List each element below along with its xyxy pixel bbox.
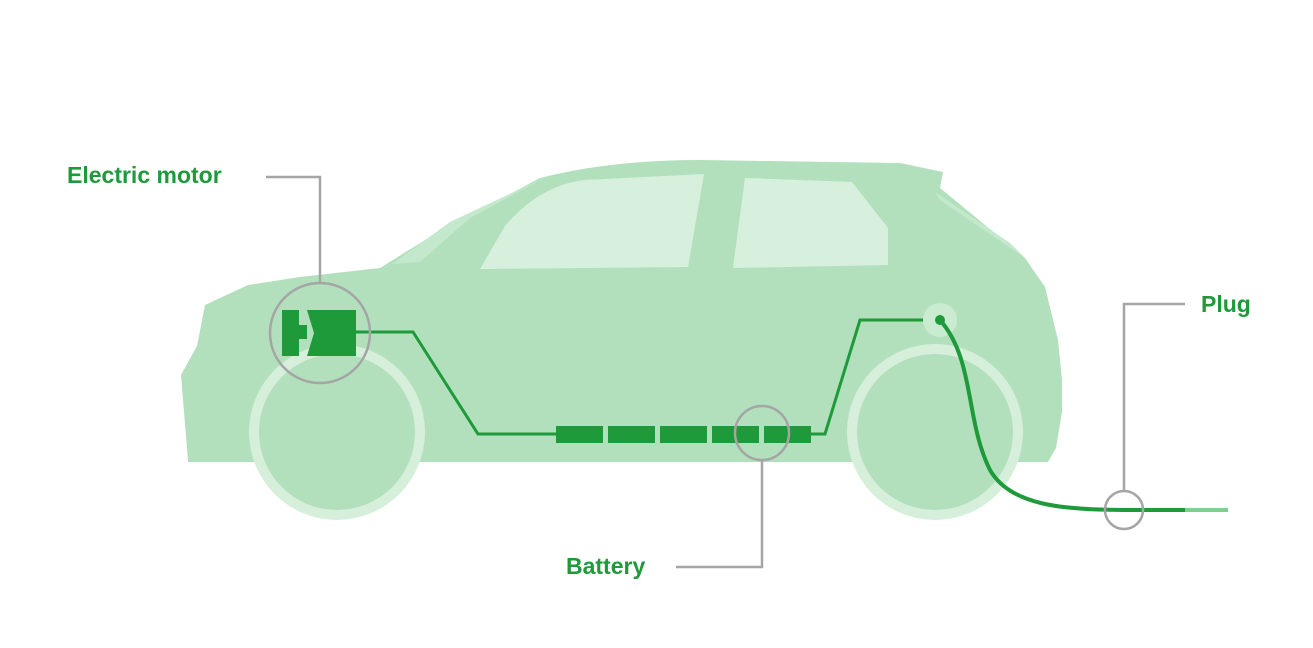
battery-cell bbox=[764, 426, 811, 443]
battery-pack bbox=[556, 426, 811, 443]
motor-block-large bbox=[307, 310, 356, 356]
motor-callout-ring bbox=[268, 281, 372, 385]
front-wheel bbox=[259, 354, 415, 510]
rear-window bbox=[733, 178, 888, 268]
electric-motor-label: Electric motor bbox=[67, 162, 222, 188]
electric-motor-icon bbox=[282, 310, 356, 356]
battery-label: Battery bbox=[566, 553, 646, 579]
windshield bbox=[392, 176, 548, 264]
motor-connector bbox=[299, 325, 307, 339]
car-silhouette bbox=[181, 160, 1062, 520]
motor-callout-line bbox=[266, 175, 322, 282]
battery-plug-wire bbox=[810, 318, 935, 436]
plug-label: Plug bbox=[1201, 291, 1251, 317]
plug-callout-line bbox=[1122, 302, 1185, 491]
charging-plug-icon bbox=[923, 303, 1228, 512]
motor-battery-wire bbox=[356, 330, 558, 436]
front-window bbox=[480, 174, 704, 269]
motor-block-small bbox=[282, 310, 299, 356]
rear-glass bbox=[935, 192, 1025, 258]
wiring bbox=[356, 318, 935, 436]
battery-cell bbox=[660, 426, 707, 443]
rear-wheel bbox=[857, 354, 1013, 510]
charging-cable bbox=[938, 318, 1132, 512]
battery-callout-line bbox=[676, 460, 764, 569]
battery-cell bbox=[608, 426, 655, 443]
battery-cell bbox=[556, 426, 603, 443]
callouts bbox=[266, 175, 1185, 569]
